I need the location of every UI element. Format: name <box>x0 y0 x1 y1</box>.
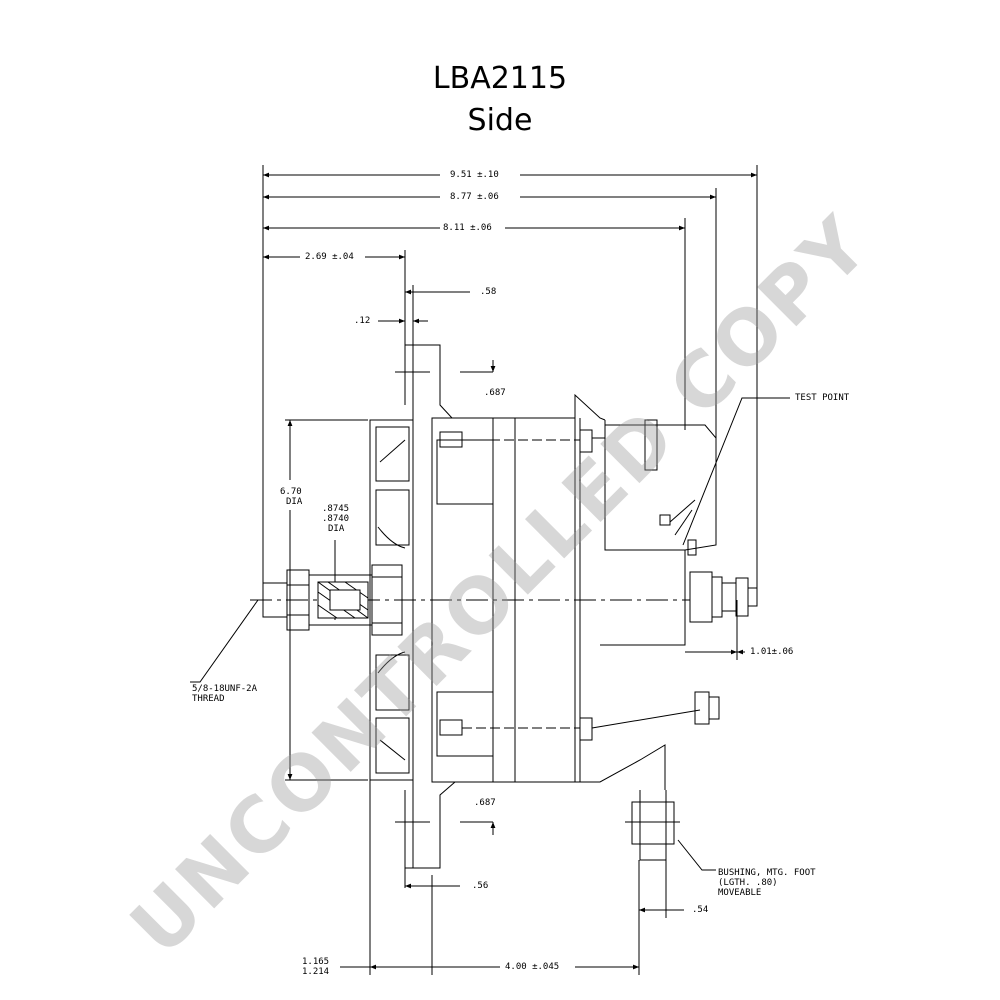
dim-pulley-dia-unit: DIA <box>286 497 303 507</box>
drawing-title: LBA2115 <box>432 61 568 96</box>
dimension-lines <box>263 172 757 970</box>
extension-lines <box>262 165 758 975</box>
callout-bushing-line3: MOVEABLE <box>718 888 762 898</box>
main-housing <box>514 393 686 790</box>
dim-shaft-dia-unit: DIA <box>328 524 345 534</box>
callout-thread-line2: THREAD <box>192 694 225 704</box>
dim-shaft-dia-max: .8745 <box>320 504 352 514</box>
dim-flange-gap: .12 <box>352 316 373 326</box>
mounting-foot <box>625 790 680 861</box>
front-housing <box>431 417 515 783</box>
front-housing-ears <box>395 344 493 869</box>
shaft-and-nut <box>262 569 373 631</box>
callout-bushing-line1: BUSHING, MTG. FOOT <box>716 868 818 878</box>
dim-front-offset-2: 1.214 <box>302 967 330 977</box>
drawing-subtitle: Side <box>467 103 533 138</box>
callout-test-point: TEST POINT <box>793 393 852 403</box>
dim-flange-offset: 2.69 ±.04 <box>303 252 356 262</box>
dim-length-c: 8.11 ±.06 <box>441 223 494 233</box>
lower-terminal-stud <box>694 691 720 725</box>
regulator-cover <box>605 419 717 556</box>
leader-lines <box>190 397 790 871</box>
dim-mount-span: 4.00 ±.045 <box>503 962 562 972</box>
dim-foot-width: .54 <box>690 905 711 915</box>
callout-bushing-line2: (LGTH. .80) <box>718 878 778 888</box>
dim-rear-stud-offset: 1.01±.06 <box>748 647 796 657</box>
through-bolts <box>439 429 701 741</box>
dim-bottom-ear-width: .56 <box>470 881 491 891</box>
fan-pulley <box>369 419 414 781</box>
dim-flange-width: .58 <box>478 287 499 297</box>
dim-shaft-dia-min: .8740 <box>322 514 350 524</box>
dim-overall-length: 9.51 ±.10 <box>448 170 501 180</box>
callout-thread-line1: 5/8-18UNF-2A <box>190 684 260 694</box>
dim-pulley-dia-value: 6.70 <box>278 487 304 497</box>
dim-length-b: 8.77 ±.06 <box>448 192 501 202</box>
dim-top-ear-offset: .687 <box>482 388 508 398</box>
dim-bottom-ear-offset: .687 <box>472 798 498 808</box>
rear-output-stud <box>689 571 758 623</box>
dim-front-offset-1: 1.165 <box>300 957 332 967</box>
